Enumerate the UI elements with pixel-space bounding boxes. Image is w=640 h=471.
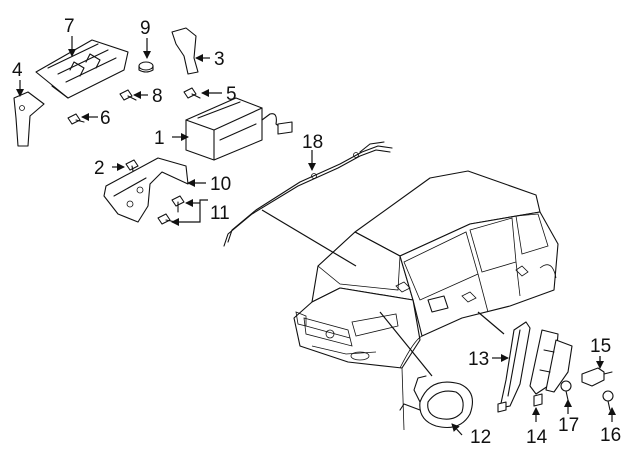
nut-9: [138, 61, 154, 73]
callout-7: 7: [64, 16, 75, 37]
passenger-airbag-module: [185, 97, 293, 161]
vehicle-outline: [261, 170, 559, 431]
pillar-trim-13: [497, 321, 531, 413]
callout-6: 6: [100, 108, 111, 129]
bolts: [67, 87, 614, 411]
callout-13: 13: [468, 349, 489, 370]
callout-12: 12: [470, 427, 491, 448]
callout-14: 14: [526, 427, 548, 448]
side-airbag-14: [529, 329, 573, 407]
callout-labels: 1 2 3 4 5 6 7 8 9 10 11 12 13 14 15 16 1…: [12, 16, 621, 448]
callout-10: 10: [210, 174, 231, 195]
bracket-10: [103, 157, 189, 223]
callout-15: 15: [590, 336, 611, 357]
callout-17: 17: [558, 415, 579, 436]
callout-18: 18: [302, 132, 323, 153]
curtain-airbag: [223, 141, 393, 247]
glove-box: [35, 39, 129, 99]
callout-8: 8: [152, 86, 163, 107]
bracket-4: [13, 91, 45, 147]
driver-airbag: [399, 375, 473, 429]
callout-11: 11: [210, 203, 230, 224]
callout-4: 4: [12, 60, 23, 81]
callout-2: 2: [94, 158, 105, 179]
callout-1: 1: [154, 128, 165, 149]
callout-3: 3: [214, 49, 225, 70]
callout-9: 9: [140, 18, 151, 39]
leader-lines: [16, 36, 616, 436]
callout-16: 16: [600, 425, 621, 446]
trim-3: [171, 27, 199, 75]
sensor-bracket-15: [581, 367, 613, 387]
callout-5: 5: [226, 84, 237, 105]
